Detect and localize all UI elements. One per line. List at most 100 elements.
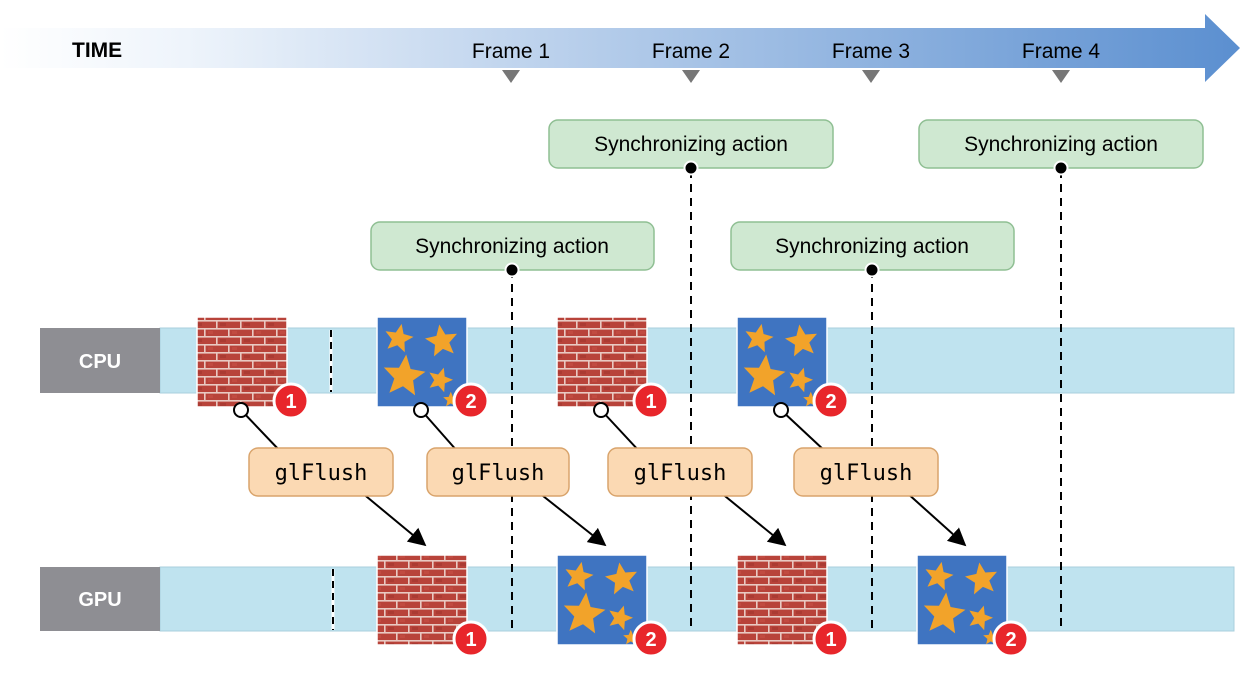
flush-box xyxy=(426,447,570,497)
sync-point-icon xyxy=(1053,160,1069,176)
cpu-task-1: 1 xyxy=(196,316,310,420)
sync-action-label: Synchronizing action xyxy=(415,235,609,258)
badge-number: 2 xyxy=(1005,629,1016,651)
sync-action-4: Synchronizing action xyxy=(918,119,1204,176)
flush-connectors: glFlush glFlush glFlush glFlush xyxy=(233,402,967,547)
stars-texture xyxy=(917,555,1007,645)
frame-tick-icon xyxy=(502,70,520,83)
frame-marker-2: Frame 2 xyxy=(652,40,730,83)
badge: 1 xyxy=(632,382,670,420)
star-icon xyxy=(385,323,414,353)
badge-number: 1 xyxy=(825,629,836,651)
star-icon xyxy=(923,592,966,634)
frame-tick-icon xyxy=(1052,70,1070,83)
flush-origin-icon xyxy=(413,402,429,418)
cpu-lane-label: CPU xyxy=(79,351,121,373)
stars-texture xyxy=(737,317,827,407)
cpu-lane-track xyxy=(159,327,1235,394)
sync-point-icon xyxy=(504,262,520,278)
stars-texture xyxy=(557,555,647,645)
gpu-lane-label: GPU xyxy=(78,589,121,611)
sync-action-label: Synchronizing action xyxy=(594,133,788,156)
flush-label: glFlush xyxy=(634,461,727,486)
gpu-lane-track xyxy=(159,566,1235,632)
star-icon xyxy=(609,605,633,631)
sync-action-3: Synchronizing action xyxy=(730,221,1015,278)
flush-arrow xyxy=(360,491,427,547)
flush-1: glFlush xyxy=(233,402,427,547)
badge-circle-icon xyxy=(812,620,850,658)
flush-arrow xyxy=(719,491,787,547)
star-icon xyxy=(969,605,993,631)
badge-circle-icon xyxy=(992,620,1030,658)
sync-action-1: Synchronizing action xyxy=(370,221,655,278)
sync-point-icon xyxy=(864,262,880,278)
cpu-task-4: 2 xyxy=(736,316,850,420)
badge-circle-icon xyxy=(632,382,670,420)
badge: 2 xyxy=(632,620,670,658)
star-icon xyxy=(605,562,637,595)
star-icon xyxy=(563,592,606,634)
flush-3: glFlush xyxy=(593,402,787,547)
gpu-task-2: 2 xyxy=(556,554,670,658)
flush-4: glFlush xyxy=(773,402,967,547)
frame-label: Frame 4 xyxy=(1022,40,1101,63)
star-icon xyxy=(785,324,817,357)
star-icon xyxy=(425,324,457,357)
star-icon xyxy=(925,561,954,591)
frame-tick-icon xyxy=(862,70,880,83)
cpu-task-3: 1 xyxy=(556,316,670,420)
tile-border xyxy=(736,554,828,646)
cpu-task-2: 2 xyxy=(376,316,490,420)
badge: 1 xyxy=(452,620,490,658)
star-icon xyxy=(965,562,997,595)
badge-circle-icon xyxy=(452,620,490,658)
brick-texture xyxy=(377,555,467,645)
badge-circle-icon xyxy=(632,620,670,658)
flush-origin-icon xyxy=(233,402,249,418)
frame-marker-1: Frame 1 xyxy=(472,40,550,83)
sync-action-2: Synchronizing action xyxy=(548,119,834,176)
cpu-lane: CPU xyxy=(40,327,1235,394)
star-icon xyxy=(565,561,594,591)
tile-border xyxy=(556,554,648,646)
tile-border xyxy=(376,554,468,646)
badge: 2 xyxy=(452,382,490,420)
flush-box xyxy=(793,447,939,497)
tile-border xyxy=(916,554,1008,646)
cpu-lane-label-box xyxy=(40,328,160,393)
gpu-task-4: 2 xyxy=(916,554,1030,658)
flush-label: glFlush xyxy=(820,461,913,486)
time-arrow xyxy=(0,14,1240,82)
frame-marker-4: Frame 4 xyxy=(1022,40,1101,83)
flush-line xyxy=(420,409,459,453)
time-axis: TIME Frame 1 Frame 2 Frame 3 Frame 4 xyxy=(0,14,1240,83)
flush-line xyxy=(240,409,282,453)
badge: 2 xyxy=(992,620,1030,658)
gpu-lane: GPU xyxy=(40,566,1235,632)
flush-label: glFlush xyxy=(275,461,368,486)
star-icon xyxy=(429,367,453,393)
flush-2: glFlush xyxy=(413,402,607,547)
brick-texture xyxy=(737,555,827,645)
badge-number: 1 xyxy=(465,629,476,651)
badge-circle-icon xyxy=(812,382,850,420)
frame-label: Frame 3 xyxy=(832,40,910,63)
gpu-lane-label-box xyxy=(40,567,160,631)
badge: 1 xyxy=(272,382,310,420)
sync-action-label: Synchronizing action xyxy=(964,133,1158,156)
flush-line xyxy=(780,409,827,453)
sync-lines xyxy=(511,170,1062,630)
frame-tick-icon xyxy=(682,70,700,83)
frame-label: Frame 2 xyxy=(652,40,730,63)
badge: 2 xyxy=(812,382,850,420)
star-icon xyxy=(789,367,813,393)
brick-texture xyxy=(557,317,647,407)
badge-number: 2 xyxy=(645,629,656,651)
time-label: TIME xyxy=(72,39,122,62)
star-icon xyxy=(745,323,774,353)
flush-label: glFlush xyxy=(452,461,545,486)
sync-point-icon xyxy=(683,160,699,176)
badge-number: 1 xyxy=(285,391,296,413)
badge-number: 1 xyxy=(645,391,656,413)
